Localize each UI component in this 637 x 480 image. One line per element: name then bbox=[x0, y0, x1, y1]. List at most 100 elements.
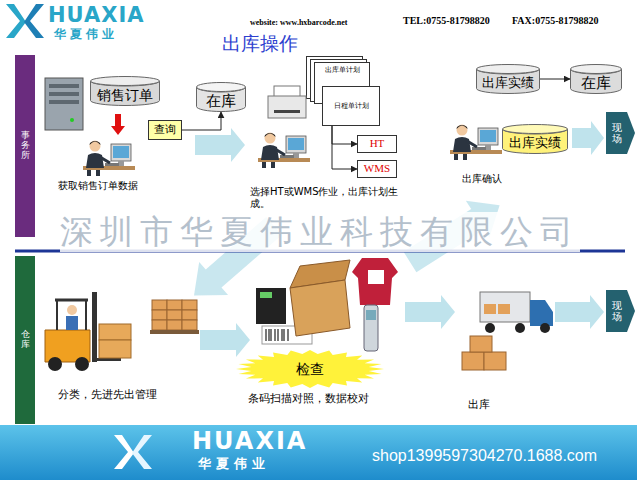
database-cylinder-outline bbox=[197, 83, 246, 92]
forklift-icon bbox=[48, 357, 62, 371]
forklift-icon bbox=[99, 340, 131, 358]
truck-icon bbox=[484, 304, 496, 314]
connector-arrow bbox=[540, 79, 570, 80]
worker-icon bbox=[450, 125, 502, 161]
scanning-equipment bbox=[290, 280, 350, 336]
query-box: 查询 bbox=[148, 120, 182, 140]
lane-band-outline bbox=[15, 256, 35, 424]
pallet-boxes bbox=[152, 320, 167, 330]
truck-icon bbox=[484, 352, 506, 370]
phone-text: TEL:0755-81798820 bbox=[403, 15, 490, 27]
database-cylinder-outline bbox=[503, 125, 568, 134]
pallet-boxes bbox=[150, 300, 199, 334]
node-text: 日程单计划 bbox=[334, 102, 369, 110]
scanning-equipment bbox=[366, 310, 376, 320]
truck-icon bbox=[540, 323, 550, 333]
connector-arrow bbox=[332, 126, 357, 169]
document-sheet-outline bbox=[323, 87, 380, 126]
printer-icon bbox=[268, 86, 306, 118]
pallet-boxes bbox=[167, 320, 182, 330]
server-icon bbox=[49, 92, 79, 96]
site-arrow: 现场 bbox=[606, 112, 635, 154]
step-caption: 选择HT或WMS作业，出库计划生成。 bbox=[250, 186, 400, 210]
node-text: 现场 bbox=[612, 300, 622, 322]
fax-text: FAX:0755-81798820 bbox=[512, 15, 598, 27]
flow-arrow bbox=[195, 128, 245, 162]
pallet-boxes bbox=[182, 310, 197, 320]
step-caption: 分类，先进先出管理 bbox=[58, 388, 157, 401]
forklift-icon bbox=[66, 316, 78, 330]
node-text: 出库实绩 bbox=[482, 75, 534, 91]
pallet-boxes bbox=[167, 300, 182, 310]
node-text: 销售订单 bbox=[97, 87, 153, 104]
pallet-boxes bbox=[182, 320, 197, 330]
forklift-icon bbox=[99, 324, 131, 340]
node-text: 在库 bbox=[581, 74, 611, 92]
printer-icon bbox=[268, 96, 306, 118]
forklift-icon bbox=[75, 357, 89, 371]
worker-icon bbox=[83, 141, 135, 177]
node-text: 出库单计划 bbox=[325, 66, 360, 74]
pallet-boxes bbox=[182, 300, 197, 310]
mode-box: HT bbox=[357, 135, 397, 153]
shop-url: shop1399597304270.1688.com bbox=[372, 446, 597, 465]
pallet-boxes bbox=[167, 310, 182, 320]
query-box-outline bbox=[149, 121, 182, 140]
truck-icon bbox=[498, 304, 510, 314]
mode-box: WMS bbox=[357, 160, 397, 178]
node-text: HT bbox=[370, 137, 385, 150]
logo-icon bbox=[24, 4, 44, 38]
scanning-equipment bbox=[364, 305, 378, 351]
check-burst-outline bbox=[236, 350, 384, 388]
logo-text: 华夏伟业 bbox=[54, 27, 118, 41]
lane-band: 仓库 bbox=[15, 256, 35, 424]
scanning-equipment bbox=[352, 258, 398, 305]
watermark: 深圳市华夏伟业科技有限公司 bbox=[60, 212, 580, 252]
node-text: 现场 bbox=[612, 122, 622, 144]
truck-icon bbox=[515, 323, 525, 333]
forklift-icon bbox=[55, 299, 88, 302]
connector-arrow bbox=[332, 126, 357, 144]
database-cylinder: 销售订单 bbox=[90, 76, 160, 106]
worker-icon bbox=[258, 133, 310, 169]
site-arrow: 现场 bbox=[606, 290, 635, 332]
check-burst: 检查 bbox=[236, 350, 384, 388]
node-text: 仓库 bbox=[21, 330, 30, 350]
website-text: website: www.hxbarcode.net bbox=[250, 18, 347, 28]
truck-icon bbox=[462, 292, 553, 370]
mode-box-outline bbox=[358, 161, 397, 178]
logo-icon bbox=[132, 435, 152, 469]
flow-arrow bbox=[200, 323, 250, 357]
logo-icon bbox=[6, 4, 26, 38]
server-icon bbox=[49, 84, 79, 88]
server-icon bbox=[70, 118, 74, 122]
flow-arrow bbox=[405, 295, 455, 329]
logo-icon bbox=[6, 4, 44, 38]
truck-icon bbox=[462, 352, 484, 370]
lane-band-outline bbox=[15, 55, 35, 237]
scanning-equipment bbox=[368, 270, 384, 284]
scanning-equipment bbox=[256, 258, 398, 351]
database-cylinder-outline bbox=[91, 77, 160, 86]
truck-icon bbox=[530, 300, 553, 326]
mode-box-outline bbox=[358, 136, 397, 153]
step-caption: 出库 bbox=[468, 398, 490, 411]
truck-icon bbox=[470, 336, 492, 352]
flow-arrow bbox=[555, 295, 604, 329]
server-icon bbox=[45, 78, 83, 130]
site-arrow-outline bbox=[606, 112, 635, 154]
database-cylinder-outline bbox=[571, 65, 622, 74]
forklift-icon bbox=[67, 305, 77, 315]
forklift-icon bbox=[92, 292, 97, 362]
forklift-icon bbox=[45, 292, 131, 371]
database-cylinder: 出库实绩 bbox=[476, 64, 540, 94]
logo-text: 华夏伟业 bbox=[198, 456, 270, 472]
pallet-boxes bbox=[152, 300, 167, 310]
lane-band: 事务所 bbox=[15, 55, 35, 237]
footer-banner bbox=[0, 425, 637, 480]
document-sheet: 日程单计划 bbox=[322, 86, 380, 126]
scanning-equipment bbox=[260, 292, 272, 298]
node-text: 事务所 bbox=[21, 131, 30, 161]
database-cylinder-outline bbox=[477, 65, 540, 74]
